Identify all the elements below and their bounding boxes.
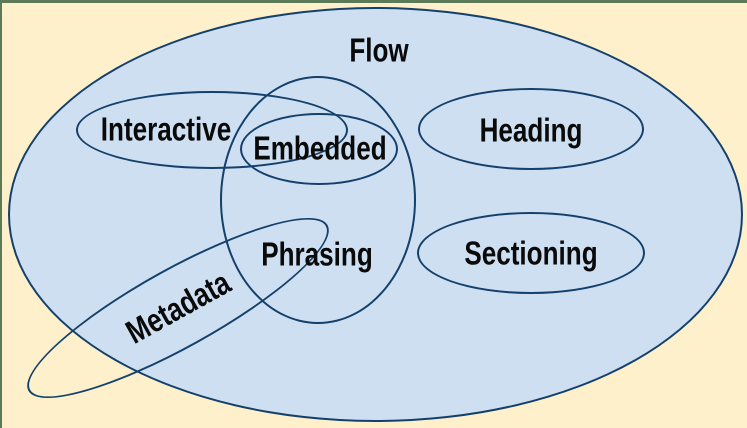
sectioning-set-label: Sectioning — [464, 234, 598, 272]
flow-set-label: Flow — [349, 31, 409, 69]
interactive-set-label: Interactive — [100, 110, 232, 148]
phrasing-set-ellipse — [220, 76, 416, 324]
embedded-set-label: Embedded — [253, 129, 387, 167]
embedded-set-ellipse — [240, 113, 398, 185]
heading-set-label: Heading — [479, 111, 583, 149]
heading-set-ellipse — [418, 88, 644, 170]
sectioning-set-ellipse — [417, 212, 645, 294]
phrasing-set-label: Phrasing — [261, 235, 373, 273]
